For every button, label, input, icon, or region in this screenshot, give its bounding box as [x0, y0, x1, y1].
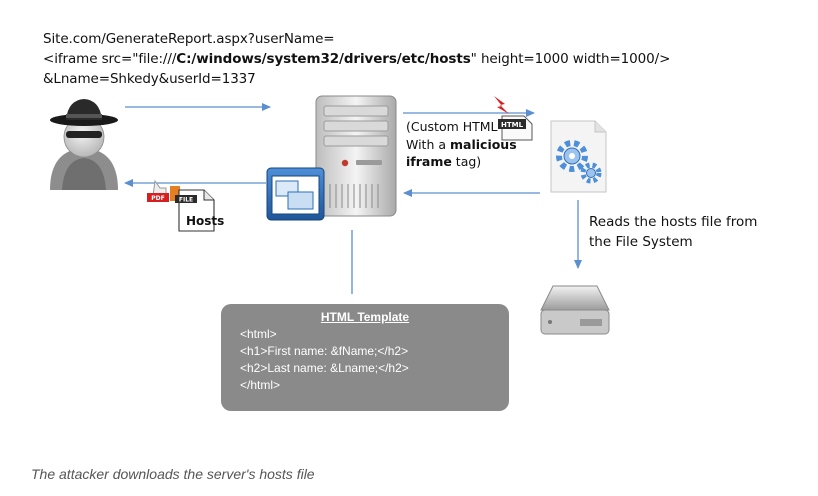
- file-badge-label: FILE: [179, 197, 193, 204]
- server-icon: [315, 95, 397, 217]
- template-line: <h2>Last name: &Lname;</h2>: [240, 361, 409, 375]
- template-line: </html>: [240, 378, 281, 392]
- template-line: <h1>First name: &fName;</h2>: [240, 344, 409, 358]
- request-url-line-3: &Lname=Shkedy&userId=1337: [43, 71, 256, 87]
- app-window-icon: [266, 167, 325, 221]
- template-line: <html>: [240, 327, 277, 341]
- html-note-line-3: iframe tag): [406, 154, 482, 169]
- attacker-icon: [50, 99, 118, 190]
- gears-file-icon: [550, 120, 607, 193]
- reads-note-line-1: Reads the hosts file from: [589, 214, 758, 230]
- pdf-badge-label: PDF: [151, 195, 164, 202]
- template-code: <html> <h1>First name: &fName;</h2> <h2>…: [240, 326, 409, 394]
- html-template-box: HTML Template <html> <h1>First name: &fN…: [221, 304, 509, 411]
- request-url-line-2: <iframe src="file:///C:/windows/system32…: [43, 51, 670, 67]
- pdf-file-icon: [147, 179, 186, 202]
- request-url-line-1: Site.com/GenerateReport.aspx?userName=: [43, 31, 335, 47]
- html-note-malicious: malicious: [450, 136, 517, 152]
- hosts-doc-label: Hosts: [186, 214, 225, 228]
- html-badge-label: HTML: [501, 121, 524, 129]
- request-iframe-suffix: " height=1000 width=1000/>: [470, 51, 671, 67]
- reads-hosts-note: Reads the hosts file from the File Syste…: [589, 212, 789, 252]
- html-note-line-2: With a malicious: [406, 136, 517, 152]
- html-note-open: (Custom HTML: [406, 119, 498, 134]
- figure-caption: The attacker downloads the server's host…: [31, 466, 315, 482]
- html-note-iframe: iframe: [406, 154, 452, 169]
- reads-note-line-2: the File System: [589, 234, 693, 250]
- custom-html-note: (Custom HTML With a malicious iframe tag…: [406, 118, 521, 171]
- request-file-path: C:/windows/system32/drivers/etc/hosts: [176, 51, 471, 67]
- hard-drive-icon: [540, 285, 610, 335]
- template-title: HTML Template: [320, 310, 410, 324]
- hosts-doc-icon: [175, 189, 215, 232]
- request-iframe-prefix: <iframe src="file:///: [43, 51, 177, 67]
- html-badge-icon: [494, 96, 533, 141]
